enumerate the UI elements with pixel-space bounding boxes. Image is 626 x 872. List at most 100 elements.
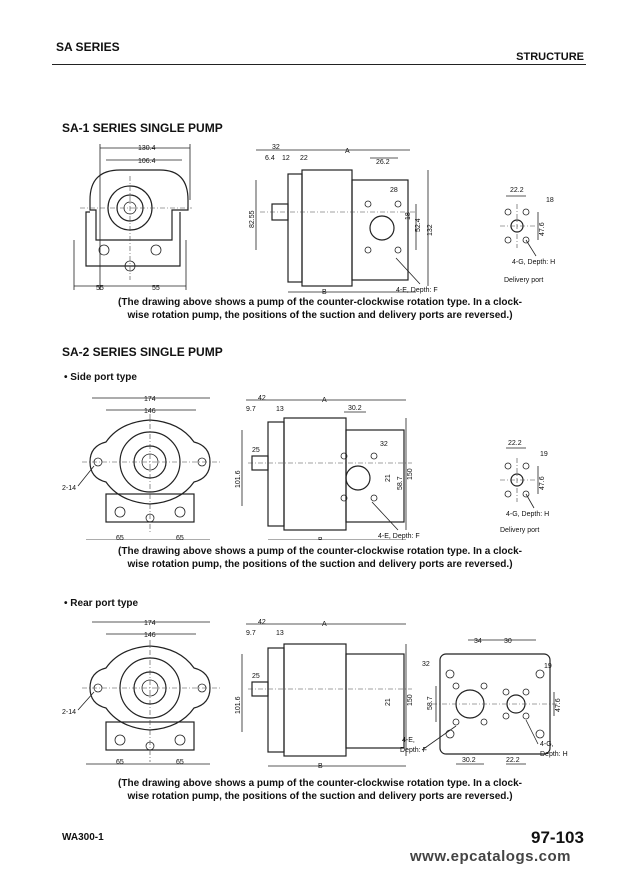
dim: 26.2 [376,159,390,166]
dim: 52.4 [415,218,422,232]
dim: 4-E, Depth: F [396,287,438,294]
sa1-drawing: 130.4 106.4 55 55 32 A 6.4 12 22 26.2 82… [73,144,555,296]
dim: 12 [282,155,290,162]
dim: 55 [152,285,160,292]
dim: 22 [300,155,308,162]
dim: 65 [116,759,124,766]
dim: 19 [540,451,548,458]
dim: 21 [385,474,392,482]
dim: 22.2 [506,757,520,764]
dim: 47.6 [555,698,562,712]
side-port-label: • Side port type [64,372,137,383]
dim: 25 [252,673,260,680]
dim: 13 [276,630,284,637]
dim: 25 [252,447,260,454]
dim: 4-E, Depth: F [378,533,420,540]
sa2-rear-side-view: 42 A 9.7 13 25 101.6 21 150 B [235,619,414,770]
dim: 9.7 [246,630,256,637]
dim: 47.6 [539,222,546,236]
dim: 19 [544,663,552,670]
page-number: 97-103 [531,828,584,847]
dim: 34 [474,638,482,645]
dim: A [345,148,350,155]
dim: 58.7 [397,476,404,490]
dim: 132 [427,224,434,236]
rear-port-label: • Rear port type [64,598,139,609]
dim: 21 [385,698,392,706]
dim: 82.55 [249,210,256,228]
dim: B [322,289,327,296]
sa2-port-label: Delivery port [500,527,539,534]
sa1-port-pattern: 22.2 18 47.6 4-G, Depth: H Delivery port [500,187,555,284]
dim: 4-G, Depth: H [512,259,555,266]
dim: 30.2 [462,757,476,764]
dim: 146 [144,408,156,415]
dim: 2-14 [62,485,76,492]
dim: 18 [546,197,554,204]
footer-model: WA300-1 [62,832,104,843]
dim: 130.4 [138,145,156,152]
dim: 32 [272,144,280,151]
sa1-port-label: Delivery port [504,277,543,284]
dim: 18 [405,212,412,220]
dim: A [322,397,327,404]
section-header: STRUCTURE [516,51,584,63]
dim: 22.2 [510,187,524,194]
sa2-side-caption-line1: (The drawing above shows a pump of the c… [118,546,522,557]
dim: 174 [144,396,156,403]
sa2-rear-end-view: 34 30 32 19 58.7 47.6 4-E, Depth: F 4-G,… [400,638,568,765]
dim: 4-E, [402,737,415,744]
dim: Depth: H [540,751,568,758]
dim: 58.7 [427,696,434,710]
watermark: www.epcatalogs.com [410,848,571,865]
sa1-title: SA-1 SERIES SINGLE PUMP [62,121,223,135]
sa2-side-port-pattern: 22.2 19 47.6 4-G, Depth: H Delivery port [500,440,549,534]
rear-port-type: Rear port type [70,598,139,609]
dim: 150 [407,694,414,706]
dim: 13 [276,406,284,413]
sa2-rear-front-view: 174 146 2-14 65 65 [62,620,220,766]
dim: 30.2 [348,405,362,412]
sa1-side-view: 32 A 6.4 12 22 26.2 82.55 28 52.4 18 132… [249,144,438,296]
dim: 9.7 [246,406,256,413]
sa2-side-side-view: 42 A 9.7 13 30.2 25 32 101.6 58.7 21 150… [235,395,420,540]
side-port-type: Side port type [70,372,137,383]
dim: 30 [504,638,512,645]
dim: 146 [144,632,156,639]
dim: 32 [380,441,388,448]
dim: A [322,621,327,628]
dim: 42 [258,395,266,402]
dim: 65 [176,759,184,766]
sa2-rear-port-drawing: 174 146 2-14 65 65 42 A 9.7 13 25 101.6 … [62,619,568,770]
dim: 101.6 [235,470,242,488]
sa2-rear-caption-line1: (The drawing above shows a pump of the c… [118,778,522,789]
dim: 174 [144,620,156,627]
dim: B [318,763,323,770]
dim: 4-G, Depth: H [506,511,549,518]
dim: 55 [96,285,104,292]
dim: 28 [390,187,398,194]
dim: 4-G, [540,741,554,748]
dim: 65 [116,535,124,540]
sa2-side-front-view: 174 146 2-14 65 65 [62,396,220,540]
sa2-rear-caption-line2: wise rotation pump, the positions of the… [127,791,513,802]
series-header: SA SERIES [56,40,120,54]
dim: 42 [258,619,266,626]
header-rule [52,64,586,65]
dim: Depth: F [400,747,427,754]
sa2-side-port-drawing: 174 146 2-14 65 65 42 A 9.7 13 30.2 25 3 [62,395,549,540]
dim: 2-14 [62,709,76,716]
dim: B [318,537,323,540]
sa2-title: SA-2 SERIES SINGLE PUMP [62,345,223,359]
sa1-caption-line1: (The drawing above shows a pump of the c… [118,297,522,308]
dim: 32 [422,661,430,668]
dim: 47.6 [539,476,546,490]
dim: 106.4 [138,158,156,165]
dim: 150 [407,468,414,480]
sa2-side-caption-line2: wise rotation pump, the positions of the… [127,559,513,570]
dim: 6.4 [265,155,275,162]
sa1-front-view: 130.4 106.4 55 55 [73,144,192,292]
dim: 22.2 [508,440,522,447]
dim: 65 [176,535,184,540]
dim: 101.6 [235,696,242,714]
